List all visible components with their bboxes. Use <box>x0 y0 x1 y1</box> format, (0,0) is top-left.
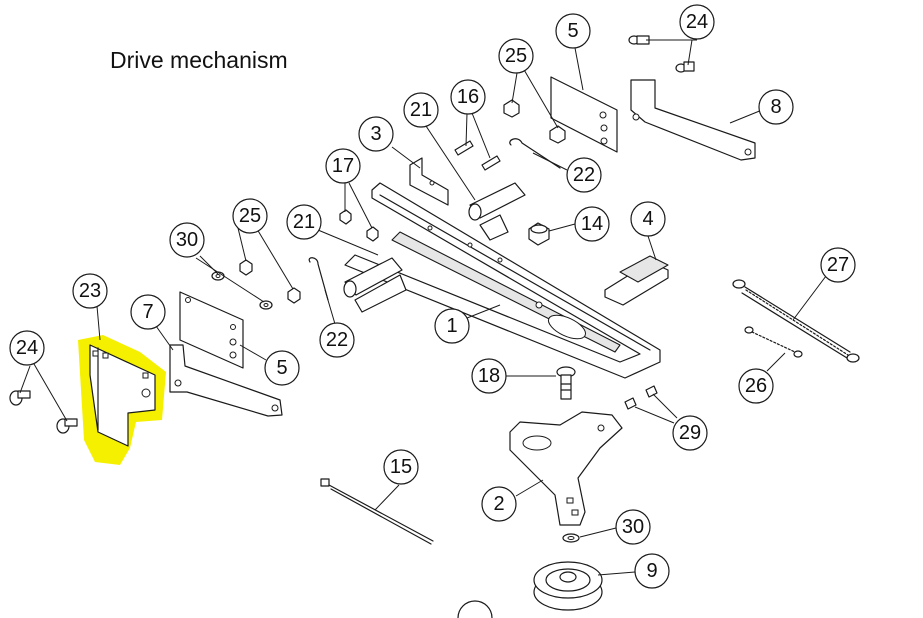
callout-23-label: 23 <box>79 280 101 302</box>
part-14-nut <box>528 222 550 246</box>
callout-26: 26 <box>738 368 774 404</box>
part-5-plate-upper <box>550 76 618 153</box>
callout-25-upper-label: 25 <box>505 45 527 67</box>
callout-26-label: 26 <box>745 375 767 397</box>
callout-8: 8 <box>758 89 794 125</box>
diagram-title: Drive mechanism <box>110 47 288 73</box>
part-21-axle-lower <box>343 257 407 313</box>
part-2-idler-bracket <box>509 411 623 526</box>
part-22-pin-lower <box>308 257 329 301</box>
part-18-bolt <box>556 366 576 400</box>
part-26-spring <box>744 326 803 358</box>
part-21-axle-upper <box>468 182 526 241</box>
callout-5-lower-label: 5 <box>276 357 287 379</box>
part-22-pin-upper <box>509 138 561 169</box>
part-8-arm <box>630 79 756 161</box>
part-4-bracket <box>604 255 669 306</box>
callout-1-label: 1 <box>446 315 457 337</box>
callout-8-label: 8 <box>770 96 781 118</box>
callout-21-upper-label: 21 <box>410 99 432 121</box>
part-9-pulley <box>533 561 603 611</box>
part-25-nuts-left <box>239 259 301 304</box>
part-17-nuts <box>339 209 379 242</box>
callout-2-label: 2 <box>493 493 504 515</box>
callout-14-label: 14 <box>581 213 603 235</box>
callout-30-lower: 30 <box>615 509 651 545</box>
callout-27: 27 <box>820 247 856 283</box>
callout-14: 14 <box>574 206 610 242</box>
callout-9-label: 9 <box>646 560 657 582</box>
part-15-cable-tie <box>320 478 434 545</box>
callout-16: 16 <box>450 79 486 115</box>
callout-22-upper: 22 <box>566 157 602 193</box>
callout-5-upper: 5 <box>555 13 591 49</box>
callout-24-upper: 24 <box>679 4 715 40</box>
part-30-washer-lower <box>562 533 580 543</box>
callout-15: 15 <box>383 449 419 485</box>
callout-21-upper: 21 <box>403 92 439 128</box>
callout-18: 18 <box>471 358 507 394</box>
callout-4: 4 <box>630 201 666 237</box>
callout-18-label: 18 <box>478 365 500 387</box>
part-27-spring <box>732 279 860 363</box>
callout-5-upper-label: 5 <box>567 20 578 42</box>
callout-22-upper-label: 22 <box>573 164 595 186</box>
callout-27-label: 27 <box>827 254 849 276</box>
callout-25-left-label: 25 <box>239 205 261 227</box>
callout-2: 2 <box>481 486 517 522</box>
callout-30-lower-label: 30 <box>622 516 644 538</box>
callout-1: 1 <box>434 308 470 344</box>
callout-3: 3 <box>358 116 394 152</box>
leader-lines <box>19 39 827 576</box>
callout-9: 9 <box>634 553 670 589</box>
callout-25-left: 25 <box>232 198 268 234</box>
part-23-bracket <box>89 344 156 447</box>
part-24-bolts-upper <box>628 35 695 73</box>
callout-22-lower: 22 <box>319 322 355 358</box>
callout-24-lower: 24 <box>9 330 45 366</box>
callout-17-label: 17 <box>332 155 354 177</box>
part-5-plate-lower <box>179 291 244 369</box>
part-16-bolts <box>454 140 501 171</box>
part-24-bolts-lower <box>9 390 78 434</box>
callout-23: 23 <box>72 273 108 309</box>
part-3-bracket <box>409 157 449 206</box>
callout-5-lower: 5 <box>264 350 300 386</box>
part-30-washers-left <box>211 271 273 310</box>
callout-17: 17 <box>325 148 361 184</box>
callout-24-upper-label: 24 <box>686 11 708 33</box>
part-7-arm <box>169 344 283 417</box>
part-29-bolts <box>624 385 658 410</box>
callout-7: 7 <box>130 294 166 330</box>
part-1-main-frame <box>344 182 661 379</box>
callout-3-label: 3 <box>370 123 381 145</box>
callout-21-lower: 21 <box>286 204 322 240</box>
callout-25-upper: 25 <box>498 38 534 74</box>
callout-24-lower-label: 24 <box>16 337 38 359</box>
callout-30-left-label: 30 <box>176 229 198 251</box>
callout-29-label: 29 <box>679 422 701 444</box>
callout-7-label: 7 <box>142 301 153 323</box>
callout-21-lower-label: 21 <box>293 211 315 233</box>
callout-15-label: 15 <box>390 456 412 478</box>
callout-22-lower-label: 22 <box>326 329 348 351</box>
callout-16-label: 16 <box>457 86 479 108</box>
partial-callout-bottom <box>457 600 493 618</box>
callout-30-left: 30 <box>169 222 205 258</box>
callout-29: 29 <box>672 415 708 451</box>
callout-4-label: 4 <box>642 208 653 230</box>
